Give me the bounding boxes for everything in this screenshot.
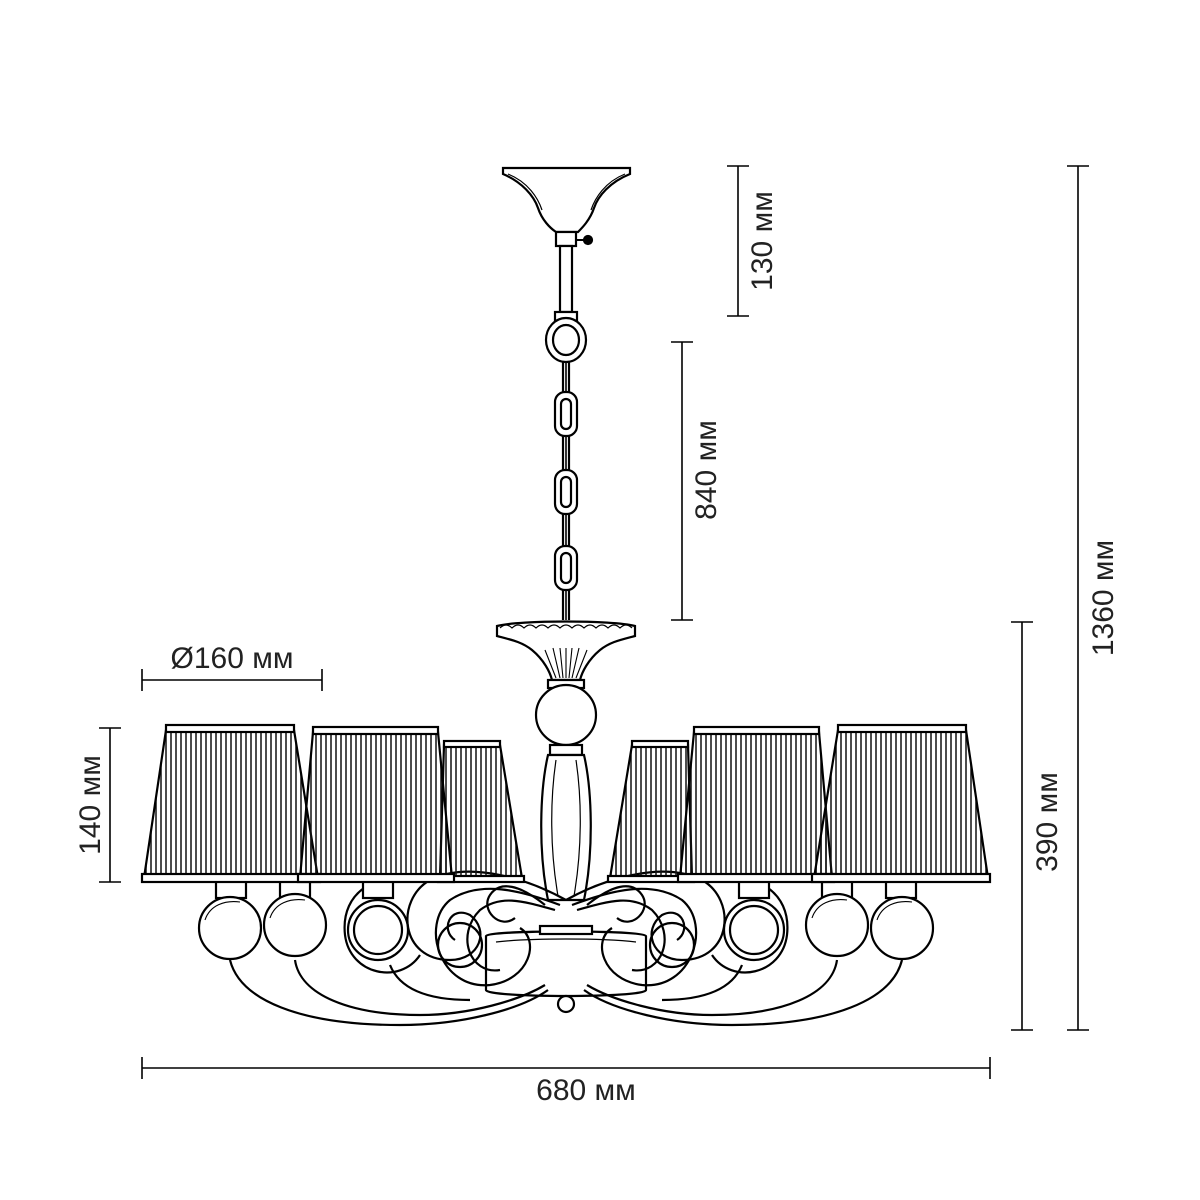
dim-body-height-label: 390 мм	[1031, 772, 1064, 872]
dim-canopy-height-label: 130 мм	[746, 191, 779, 291]
dim-total-height-label: 1360 мм	[1087, 540, 1120, 656]
lamp-shades	[140, 723, 992, 884]
scroll-arms	[228, 870, 904, 1027]
dim-total-width-label: 680 мм	[536, 1074, 636, 1107]
lamp-shade-6	[810, 723, 992, 884]
dim-body-height: 390 мм	[1011, 621, 1064, 1031]
dim-total-height: 1360 мм	[1067, 165, 1120, 1031]
lamp-holders	[197, 878, 935, 961]
lamp-holder-6	[869, 878, 935, 961]
lamp-holder-5	[804, 878, 870, 958]
dim-chain-length: 840 мм	[671, 341, 723, 621]
dim-total-width: 680 мм	[141, 1057, 991, 1107]
dim-shade-diameter: Ø160 мм	[141, 642, 323, 691]
dim-shade-height: 140 мм	[74, 727, 121, 883]
dim-shade-diameter-label: Ø160 мм	[171, 642, 294, 675]
dim-shade-height-label: 140 мм	[74, 755, 107, 855]
lamp-shade-1	[140, 723, 322, 884]
dim-chain-length-label: 840 мм	[690, 420, 723, 520]
lamp-shade-4	[606, 739, 696, 884]
chain	[553, 362, 579, 620]
dim-canopy-height: 130 мм	[727, 165, 779, 317]
suspension-rod	[544, 244, 588, 364]
lamp-shade-5	[676, 725, 836, 884]
ceiling-canopy	[501, 166, 632, 248]
lamp-shade-2	[296, 725, 456, 884]
lamp-holder-1	[197, 878, 263, 961]
lamp-holder-2	[262, 878, 328, 958]
central-column	[484, 620, 648, 1014]
